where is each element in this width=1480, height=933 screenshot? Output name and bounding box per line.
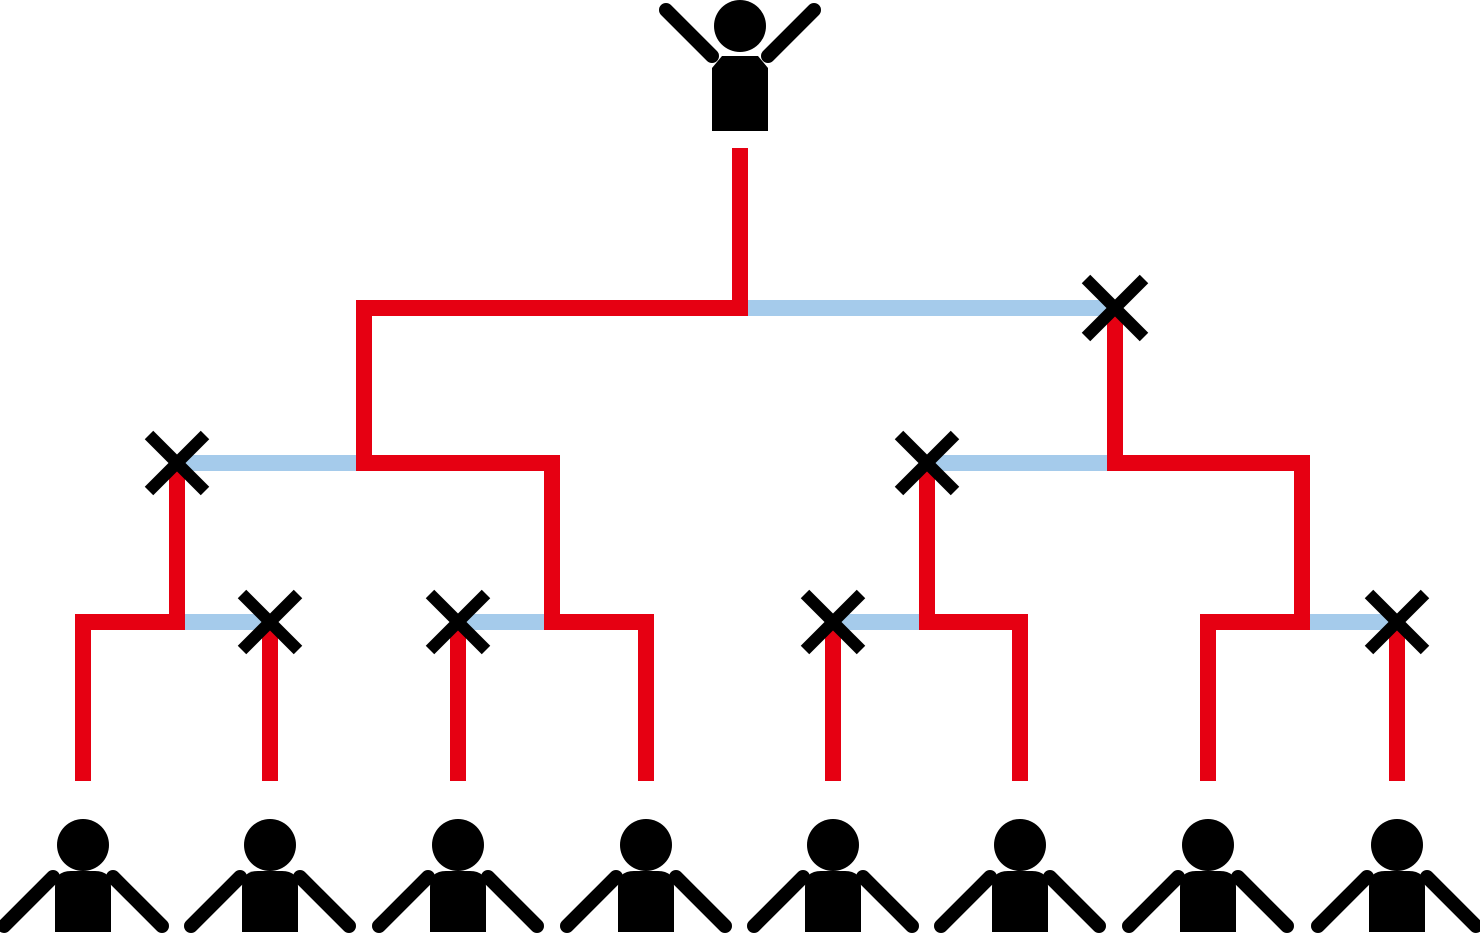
- winner-paths: [75, 148, 1405, 781]
- person-arms-down-icon: [379, 819, 537, 932]
- competitors-row: [4, 819, 1476, 932]
- eliminated-paths: [177, 300, 1397, 630]
- person-arms-down-icon: [567, 819, 725, 932]
- person-arms-down-icon: [941, 819, 1099, 932]
- person-arms-down-icon: [754, 819, 912, 932]
- person-arms-down-icon: [191, 819, 349, 932]
- winner-path-left-branch: [75, 463, 185, 781]
- person-arms-down-icon: [1129, 819, 1287, 932]
- person-arms-down-icon: [1318, 819, 1476, 932]
- winner-path-champion: [356, 148, 748, 781]
- winner-path-right-semi: [919, 463, 1028, 781]
- person-arms-down-icon: [4, 819, 162, 932]
- person-arms-raised-icon: [659, 0, 821, 131]
- winner-path-right-final: [1107, 308, 1310, 781]
